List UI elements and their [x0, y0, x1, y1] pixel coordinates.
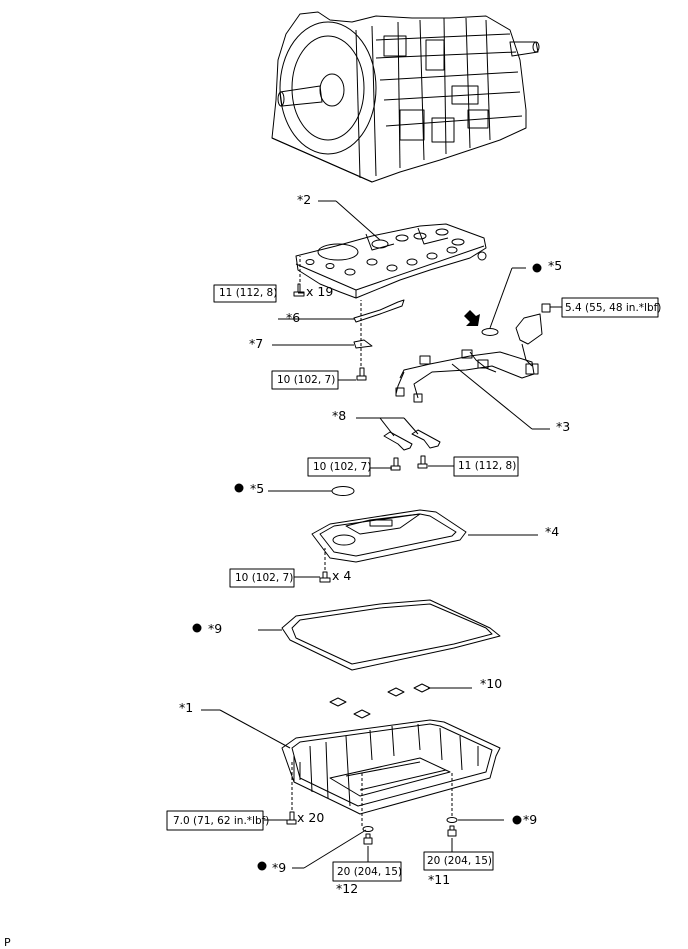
direction-arrow-icon	[464, 310, 480, 326]
bolt-spring	[356, 367, 367, 381]
torque-label-bracket-left: 10 (102, 7)	[313, 461, 371, 473]
quantity-strainer-bolts: x 4	[332, 568, 351, 583]
new-part-marker	[532, 263, 542, 273]
callout-3: *3	[556, 419, 570, 434]
gasket-refill	[446, 817, 458, 823]
callout-12: *12	[336, 881, 358, 896]
oil-strainer-bracket-right	[411, 429, 441, 449]
callout-5-lower: *5	[250, 481, 264, 496]
solenoid-wire-harness	[395, 303, 551, 403]
torque-label-oil-pan-bolt: 7.0 (71, 62 in.*lbf)	[173, 815, 269, 827]
oil-strainer	[311, 509, 467, 563]
callout-9-gasket: *9	[208, 621, 222, 636]
spring-clip	[353, 339, 373, 349]
oil-pan	[281, 719, 501, 815]
torque-label-sensor-bolt: 5.4 (55, 48 in.*lbf)	[565, 302, 661, 314]
bolt-strainer	[319, 571, 331, 583]
torque-label-bracket-right: 11 (112, 8)	[458, 460, 516, 472]
o-ring-lower	[331, 486, 355, 496]
callout-10: *10	[480, 676, 502, 691]
bolt-bracket-left	[390, 457, 401, 471]
torque-label-valve-body-bolt: 11 (112, 8)	[219, 287, 277, 299]
new-part-marker	[512, 815, 522, 825]
magnet-4	[413, 683, 431, 693]
torque-boxes	[166, 284, 659, 882]
bolt-valve-body	[293, 283, 305, 297]
gasket-drain	[362, 826, 374, 832]
callout-1: *1	[179, 700, 193, 715]
torque-label-drain-plug: 20 (204, 15)	[337, 866, 402, 878]
torque-label-refill-plug: 20 (204, 15)	[427, 855, 492, 867]
callout-2: *2	[297, 192, 311, 207]
refill-plug	[447, 825, 457, 837]
callout-6: *6	[286, 310, 300, 325]
magnet-2	[353, 709, 371, 719]
callout-5-upper: *5	[548, 258, 562, 273]
valve-body-assembly	[295, 223, 487, 299]
bolt-oil-pan	[286, 811, 297, 825]
oil-pan-gasket	[281, 599, 501, 671]
callout-9-drain: *9	[272, 860, 286, 875]
magnet-3	[387, 687, 405, 697]
callout-8: *8	[332, 408, 346, 423]
detent-spring	[353, 299, 405, 323]
callout-9-refill: *9	[523, 812, 537, 827]
callout-4: *4	[545, 524, 559, 539]
torque-label-spring-bolt: 10 (102, 7)	[277, 374, 335, 386]
callout-11: *11	[428, 872, 450, 887]
new-part-marker	[257, 861, 267, 871]
new-part-marker	[192, 623, 202, 633]
quantity-valve-body-bolts: x 19	[306, 284, 333, 299]
transmission-illustration	[271, 11, 540, 183]
oil-strainer-bracket-left	[383, 431, 413, 451]
magnet-1	[329, 697, 347, 707]
quantity-oil-pan-bolts: x 20	[297, 810, 324, 825]
corner-code: P	[4, 936, 11, 949]
torque-label-strainer-bolt: 10 (102, 7)	[235, 572, 293, 584]
bolt-bracket-right	[417, 455, 428, 469]
drain-plug	[363, 833, 373, 845]
leader-lines	[201, 200, 562, 869]
new-part-marker	[234, 483, 244, 493]
o-ring-upper	[481, 328, 499, 336]
callout-7: *7	[249, 336, 263, 351]
